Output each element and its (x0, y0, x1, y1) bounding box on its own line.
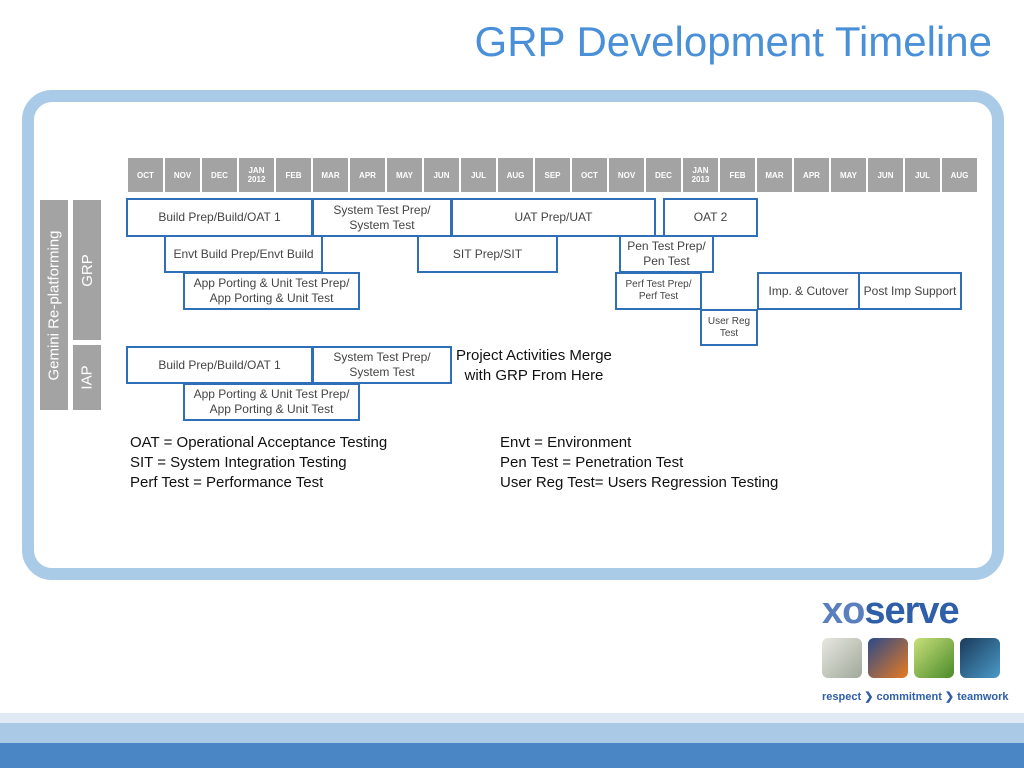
month-cell: OCT (128, 158, 163, 192)
legend-left: OAT = Operational Acceptance Testing SIT… (130, 433, 387, 493)
iap-label: IAP (73, 345, 101, 410)
iap-system-test-box: System Test Prep/ System Test (312, 346, 452, 384)
month-cell: NOV (165, 158, 200, 192)
logo-prefix: x (822, 590, 843, 632)
legend-item: Pen Test = Penetration Test (500, 454, 684, 471)
month-cell: APR (794, 158, 829, 192)
legend-item: Perf Test = Performance Test (130, 474, 324, 491)
grp-perf-test-box: Perf Test Prep/ Perf Test (615, 272, 702, 310)
month-cell: AUG (498, 158, 533, 192)
grp-user-reg-box: User Reg Test (700, 309, 758, 346)
month-cell: APR (350, 158, 385, 192)
grp-build-box: Build Prep/Build/OAT 1 (126, 198, 313, 237)
month-cell: AUG (942, 158, 977, 192)
iap-label-text: IAP (78, 365, 96, 390)
grp-pen-test-box: Pen Test Prep/ Pen Test (619, 235, 714, 273)
month-cell: MAY (831, 158, 866, 192)
month-cell: JUN (868, 158, 903, 192)
legend-item: Envt = Environment (500, 434, 632, 451)
footer-band (0, 743, 1024, 768)
footer-band (0, 713, 1024, 723)
programme-label: Gemini Re-platforming (40, 200, 68, 410)
grp-imp-cutover-box: Imp. & Cutover (757, 272, 860, 310)
month-cell: JUL (905, 158, 940, 192)
month-cell: JAN 2013 (683, 158, 718, 192)
month-cell: NOV (609, 158, 644, 192)
month-cell: MAY (387, 158, 422, 192)
logo-mark: o (842, 590, 865, 632)
grp-post-imp-box: Post Imp Support (858, 272, 962, 310)
brand-tagline: respect ❯ commitment ❯ teamwork (822, 691, 1009, 703)
grp-uat-box: UAT Prep/UAT (451, 198, 656, 237)
month-cell: FEB (720, 158, 755, 192)
merge-note-line: with GRP From Here (464, 367, 604, 384)
legend-item: OAT = Operational Acceptance Testing (130, 434, 388, 451)
merge-note: Project Activities Merge with GRP From H… (456, 346, 612, 386)
logo-suffix: serve (864, 590, 959, 632)
page-title: GRP Development Timeline (474, 18, 992, 65)
merge-note-line: Project Activities Merge (456, 347, 612, 364)
grp-oat2-box: OAT 2 (663, 198, 758, 237)
document-icon (822, 638, 862, 678)
iap-app-porting-box: App Porting & Unit Test Prep/ App Portin… (183, 383, 360, 421)
xoserve-logo: xoserve (822, 590, 960, 633)
month-cell: JUL (461, 158, 496, 192)
month-cell: JUN (424, 158, 459, 192)
month-cell: DEC (646, 158, 681, 192)
grp-envt-build-box: Envt Build Prep/Envt Build (164, 235, 323, 273)
grp-sit-box: SIT Prep/SIT (417, 235, 558, 273)
circuit-icon (960, 638, 1000, 678)
programme-label-text: Gemini Re-platforming (45, 229, 63, 381)
month-cell: JAN 2012 (239, 158, 274, 192)
footer-band (0, 723, 1024, 743)
grp-label: GRP (73, 200, 101, 340)
leaf-icon (914, 638, 954, 678)
month-cell: OCT (572, 158, 607, 192)
legend-right: Envt = Environment Pen Test = Penetratio… (500, 433, 778, 493)
month-cell: MAR (757, 158, 792, 192)
legend-item: SIT = System Integration Testing (130, 454, 347, 471)
month-cell: DEC (202, 158, 237, 192)
month-cell: SEP (535, 158, 570, 192)
grp-system-test-box: System Test Prep/ System Test (312, 198, 452, 237)
grp-label-text: GRP (78, 253, 96, 287)
iap-build-box: Build Prep/Build/OAT 1 (126, 346, 313, 384)
flame-icon (868, 638, 908, 678)
legend-item: User Reg Test= Users Regression Testing (500, 474, 779, 491)
month-cell: MAR (313, 158, 348, 192)
month-cell: FEB (276, 158, 311, 192)
grp-app-porting-box: App Porting & Unit Test Prep/ App Portin… (183, 272, 360, 310)
